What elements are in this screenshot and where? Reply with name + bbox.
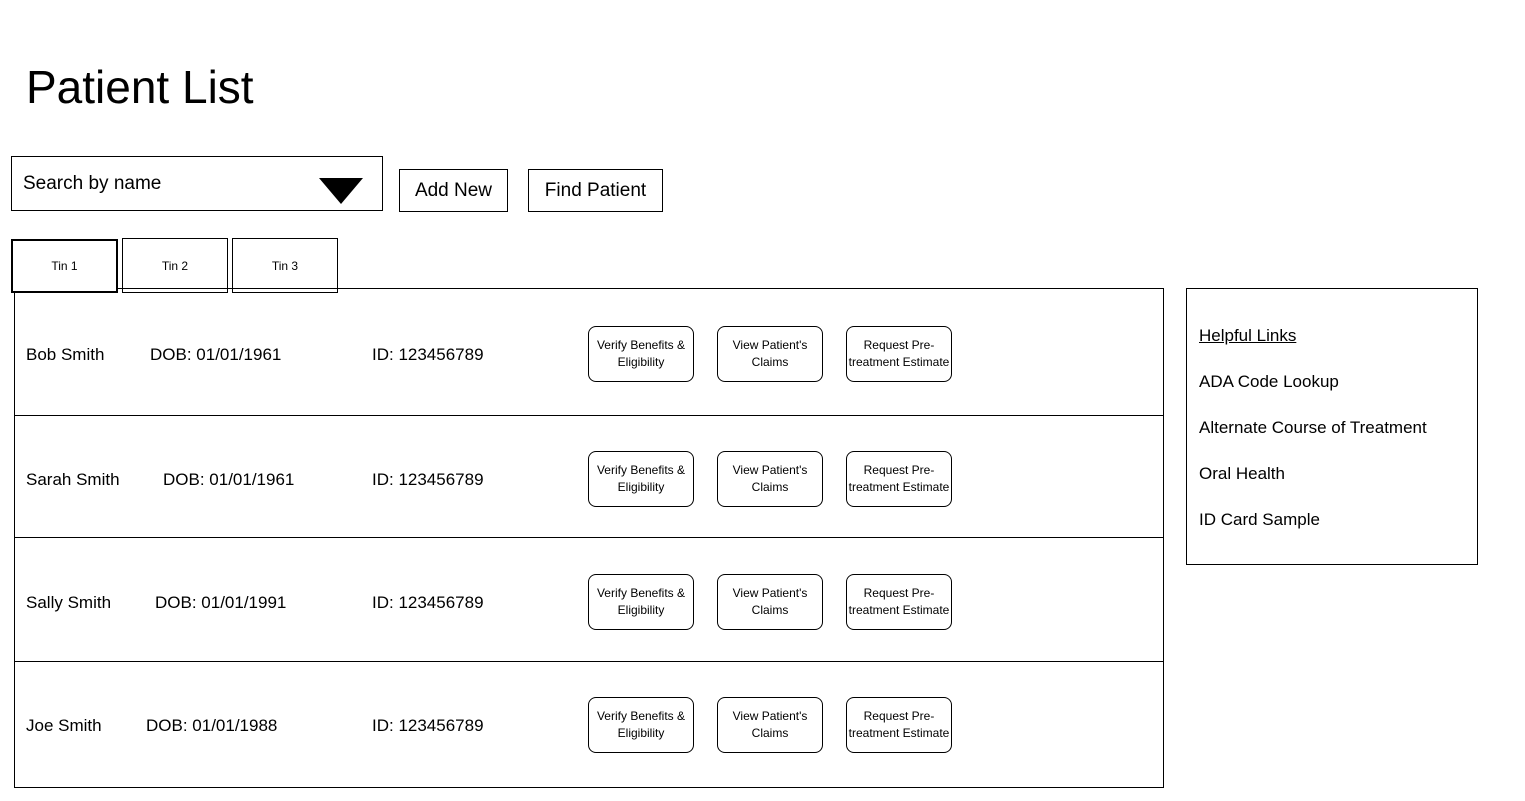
page-title: Patient List xyxy=(26,61,254,113)
patient-dob: DOB: 01/01/1961 xyxy=(163,470,295,489)
find-patient-button[interactable]: Find Patient xyxy=(528,169,663,212)
patient-id: ID: 123456789 xyxy=(372,470,484,489)
add-new-button[interactable]: Add New xyxy=(399,169,508,212)
dropdown-arrow-icon[interactable] xyxy=(319,178,363,204)
patient-id: ID: 123456789 xyxy=(372,345,484,364)
tab-tin-3[interactable]: Tin 3 xyxy=(232,238,338,293)
verify-benefits-button[interactable]: Verify Benefits & Eligibility xyxy=(588,697,694,753)
patient-id: ID: 123456789 xyxy=(372,593,484,612)
search-placeholder: Search by name xyxy=(23,173,162,194)
view-claims-button[interactable]: View Patient's Claims xyxy=(717,451,823,507)
patient-name: Bob Smith xyxy=(26,345,105,364)
view-claims-button[interactable]: View Patient's Claims xyxy=(717,326,823,382)
verify-benefits-button[interactable]: Verify Benefits & Eligibility xyxy=(588,451,694,507)
link-ada-code-lookup[interactable]: ADA Code Lookup xyxy=(1199,372,1339,391)
request-estimate-button[interactable]: Request Pre-treatment Estimate xyxy=(846,326,952,382)
request-estimate-button[interactable]: Request Pre-treatment Estimate xyxy=(846,574,952,630)
verify-benefits-button[interactable]: Verify Benefits & Eligibility xyxy=(588,574,694,630)
tab-tin-1[interactable]: Tin 1 xyxy=(11,239,118,293)
view-claims-button[interactable]: View Patient's Claims xyxy=(717,697,823,753)
patient-id: ID: 123456789 xyxy=(372,716,484,735)
patient-row: Sally Smith DOB: 01/01/1991 ID: 12345678… xyxy=(15,537,1163,661)
patient-row: Bob Smith DOB: 01/01/1961 ID: 123456789 … xyxy=(15,289,1163,413)
patient-list: Bob Smith DOB: 01/01/1961 ID: 123456789 … xyxy=(14,288,1164,788)
tab-tin-2[interactable]: Tin 2 xyxy=(122,238,228,293)
link-alternate-course-of-treatment[interactable]: Alternate Course of Treatment xyxy=(1199,418,1427,437)
verify-benefits-button[interactable]: Verify Benefits & Eligibility xyxy=(588,326,694,382)
patient-dob: DOB: 01/01/1988 xyxy=(146,716,278,735)
patient-name: Joe Smith xyxy=(26,716,102,735)
link-oral-health[interactable]: Oral Health xyxy=(1199,464,1285,483)
view-claims-button[interactable]: View Patient's Claims xyxy=(717,574,823,630)
patient-name: Sally Smith xyxy=(26,593,112,612)
helpful-links-heading: Helpful Links xyxy=(1199,326,1297,345)
patient-dob: DOB: 01/01/1991 xyxy=(155,593,287,612)
link-id-card-sample[interactable]: ID Card Sample xyxy=(1199,510,1320,529)
request-estimate-button[interactable]: Request Pre-treatment Estimate xyxy=(846,697,952,753)
helpful-links-panel: Helpful Links ADA Code Lookup Alternate … xyxy=(1186,288,1478,565)
request-estimate-button[interactable]: Request Pre-treatment Estimate xyxy=(846,451,952,507)
search-input[interactable]: Search by name xyxy=(11,156,383,211)
patient-name: Sarah Smith xyxy=(26,470,120,489)
patient-dob: DOB: 01/01/1961 xyxy=(150,345,282,364)
patient-row: Joe Smith DOB: 01/01/1988 ID: 123456789 … xyxy=(15,661,1163,785)
patient-row: Sarah Smith DOB: 01/01/1961 ID: 12345678… xyxy=(15,415,1163,539)
